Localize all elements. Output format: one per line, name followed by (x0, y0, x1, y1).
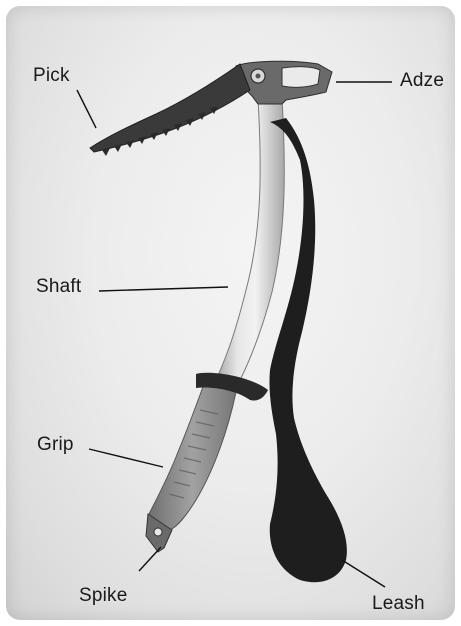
shaft (212, 98, 284, 392)
leash-leader-line (342, 560, 385, 587)
adze-slot (282, 67, 320, 88)
grip (148, 384, 236, 530)
pick-label: Pick (33, 65, 70, 87)
shaft-label: Shaft (36, 276, 81, 298)
grip-label: Grip (37, 434, 74, 456)
shaft-leader-line (99, 287, 228, 291)
spike-leader-line (139, 547, 161, 571)
leash-label: Leash (372, 593, 425, 615)
adze-label: Adze (400, 70, 444, 92)
pick-leader-line (77, 90, 96, 128)
pick-blade (90, 64, 250, 152)
grip-leader-line (89, 449, 163, 467)
spike-label: Spike (79, 585, 128, 607)
